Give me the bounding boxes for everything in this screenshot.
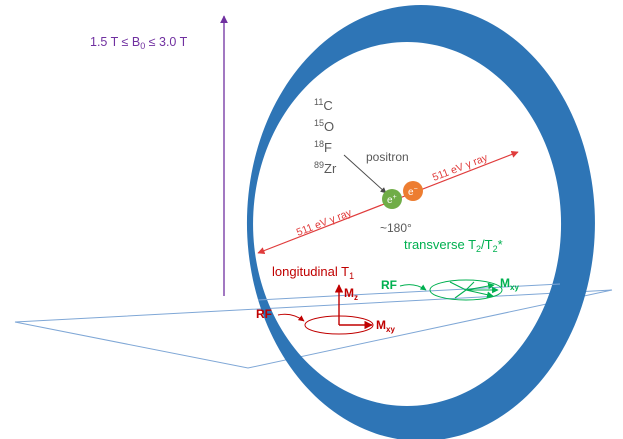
isotope-f18: 18F <box>314 139 332 155</box>
red-rf-arrow <box>277 313 305 322</box>
isotope-zr89: 89Zr <box>314 160 337 176</box>
isotope-o15: 15O <box>314 118 334 134</box>
field-strength-label: 1.5 T ≤ B0 ≤ 3.0 T <box>90 35 188 51</box>
transverse-dephasing-vectors <box>449 281 499 299</box>
electron-dot <box>403 181 423 201</box>
annihilation-angle-label: ~180° <box>380 221 412 235</box>
positron-dot <box>382 189 402 209</box>
red-mxy-label: Mxy <box>376 318 395 334</box>
transverse-relaxation-label: transverse T2/T2* <box>404 237 503 254</box>
transverse-precession-ellipse <box>429 279 503 301</box>
scanner-ring <box>246 5 595 439</box>
electron-symbol: e− <box>408 186 418 198</box>
positron-symbol: e+ <box>387 194 397 206</box>
red-rf-label: RF <box>256 307 272 321</box>
isotope-list: 11C 15O 18F 89Zr <box>314 97 337 176</box>
plane-edge-inner <box>257 283 561 301</box>
gamma-ray-label-upper: 511 eV γ ray <box>431 151 490 183</box>
gamma-ray-label-lower: 511 eV γ ray <box>295 206 354 238</box>
positron-label: positron <box>366 150 409 164</box>
horizontal-plane <box>14 289 613 369</box>
green-mxy-label: Mxy <box>500 276 519 292</box>
longitudinal-relaxation-label: longitudinal T1 <box>272 264 354 281</box>
green-rf-label: RF <box>381 278 397 292</box>
mz-label: Mz <box>344 286 358 302</box>
isotope-c11: 11C <box>314 97 333 113</box>
green-rf-arrow <box>399 284 427 291</box>
